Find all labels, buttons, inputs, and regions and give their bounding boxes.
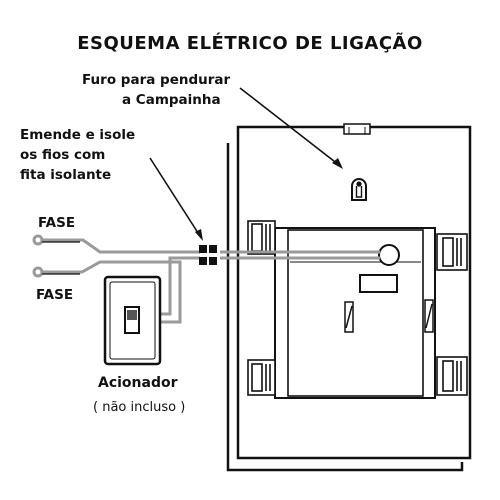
housing-top-tab bbox=[343, 123, 371, 135]
doorbell-back-plate bbox=[226, 143, 464, 472]
splice-label-line3: fita isolante bbox=[20, 167, 112, 183]
splice-label-line2: os fios com bbox=[20, 147, 106, 163]
splice-label-line1: Emende e isole bbox=[20, 127, 136, 143]
terminal-block bbox=[359, 274, 398, 293]
splice-leader-line bbox=[149, 157, 201, 237]
diagram-title: ESQUEMA ELÉTRICO DE LIGAÇÃO bbox=[77, 33, 423, 54]
mechanism-frame bbox=[274, 227, 436, 399]
switch-label: Acionador bbox=[98, 375, 178, 391]
splice-label: Emende e isole os fios com fita isolante bbox=[20, 125, 135, 185]
right-clips bbox=[436, 233, 468, 396]
hanging-hole-icon bbox=[351, 178, 367, 201]
hanging-hole-label-line2: a Campainha bbox=[122, 92, 221, 108]
switch-icon bbox=[103, 275, 162, 366]
mechanism-slots bbox=[344, 299, 434, 333]
hanging-hole-label: Furo para pendurar a Campainha bbox=[82, 70, 230, 110]
wires bbox=[32, 234, 380, 324]
splice-tape-icon bbox=[199, 245, 217, 265]
fase-bottom-label: FASE bbox=[36, 287, 74, 303]
hanging-hole-label-line1: Furo para pendurar bbox=[82, 72, 231, 88]
switch-note: ( não incluso ) bbox=[93, 400, 186, 415]
fase-top-label: FASE bbox=[38, 215, 76, 231]
left-clips bbox=[247, 220, 276, 396]
terminal-screw bbox=[378, 244, 400, 266]
hole-leader-line bbox=[239, 87, 340, 166]
